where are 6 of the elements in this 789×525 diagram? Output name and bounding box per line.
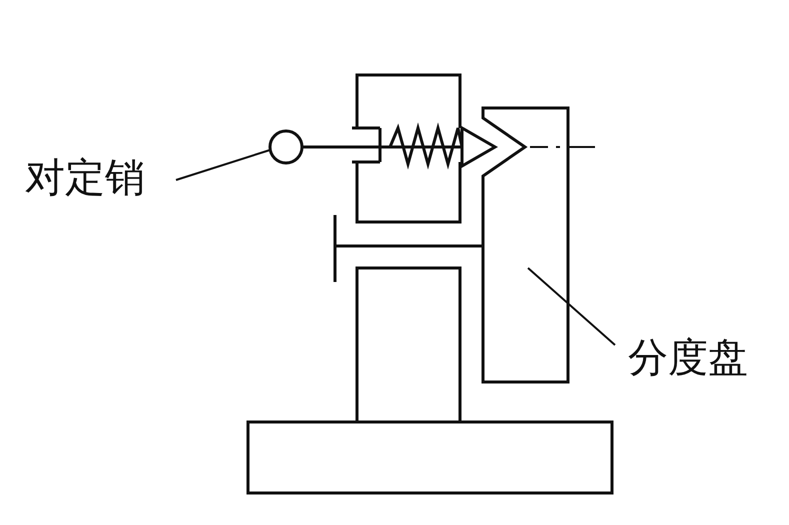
index-plate-drawing	[482, 106, 570, 384]
part-label: 分度盘	[628, 338, 748, 378]
leader-line	[176, 149, 270, 181]
leader-line	[527, 267, 616, 346]
part-label: 对定销	[25, 158, 145, 198]
indexing-pin-drawing	[268, 126, 498, 168]
